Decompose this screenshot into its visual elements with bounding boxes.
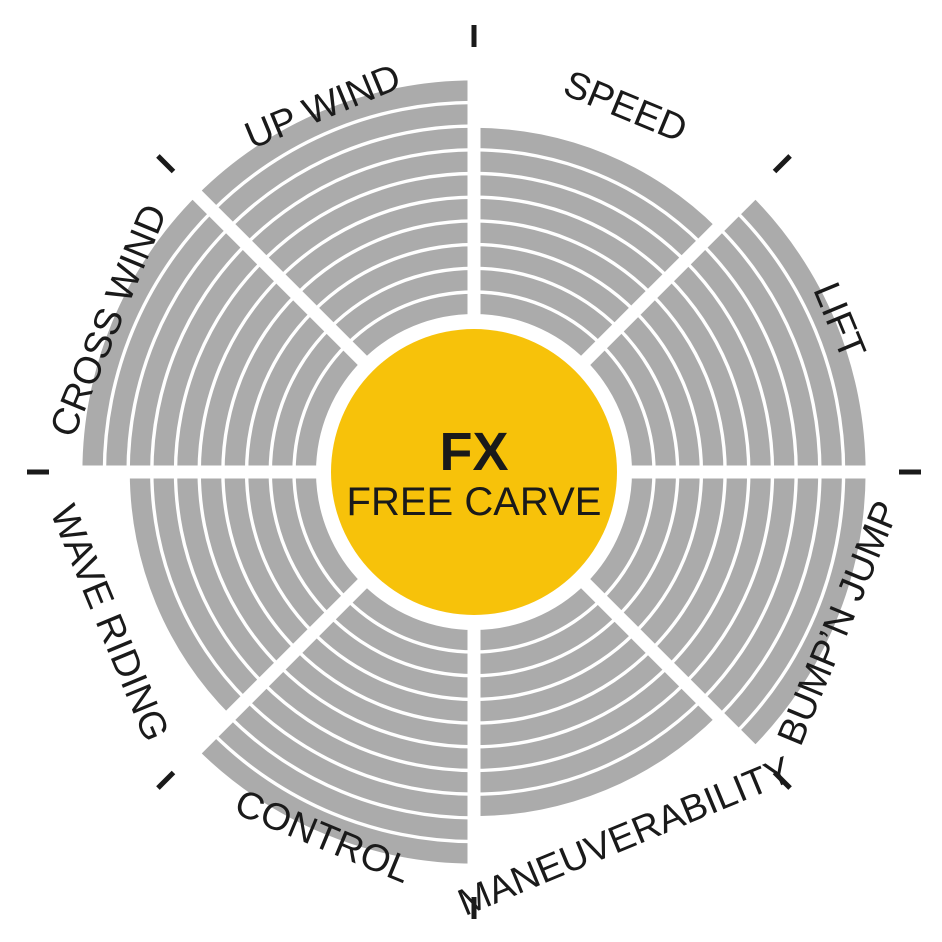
rating-bar-cross-wind-4 — [224, 295, 312, 472]
rating-bar-control-1 — [347, 583, 474, 651]
rating-bar-wave-riding-8 — [129, 472, 245, 716]
axis-tick — [772, 770, 792, 790]
rating-bar-bump-n-jump-5 — [652, 472, 748, 666]
rating-bar-maneuverability-7 — [474, 684, 701, 793]
rating-bar-speed-3 — [474, 246, 634, 327]
rating-bar-lift-2 — [602, 329, 676, 472]
rating-bar-up-wind-4 — [297, 222, 474, 310]
rating-bar-lift-1 — [585, 345, 653, 472]
rating-bar-speed-6 — [474, 175, 684, 277]
sector-wave-riding — [129, 472, 363, 716]
rating-bar-maneuverability-5 — [474, 650, 668, 746]
rating-bar-speed-5 — [474, 198, 668, 294]
rating-bar-up-wind-6 — [264, 175, 474, 277]
rating-bar-maneuverability-1 — [474, 583, 601, 651]
rating-bar-control-4 — [297, 634, 474, 722]
center-disc — [331, 329, 617, 615]
rating-bar-control-2 — [331, 600, 474, 674]
rating-bar-up-wind-2 — [331, 270, 474, 344]
rating-bar-lift-3 — [619, 312, 700, 472]
rating-bar-wave-riding-2 — [272, 472, 346, 615]
sector-cross-wind — [82, 195, 363, 473]
rating-bar-maneuverability-6 — [474, 667, 684, 769]
center-title: FX — [439, 422, 508, 482]
sector-bump-n-jump — [585, 472, 866, 749]
rating-bar-lift-5 — [652, 278, 748, 472]
rating-bar-speed-1 — [474, 293, 601, 361]
rating-bar-wave-riding-3 — [248, 472, 329, 632]
rating-bar-wave-riding-5 — [200, 472, 296, 666]
rating-bar-cross-wind-7 — [153, 245, 262, 472]
rating-bar-up-wind-7 — [247, 151, 474, 260]
rating-bar-control-8 — [230, 701, 474, 817]
rating-bar-maneuverability-4 — [474, 634, 651, 722]
sector-lift — [585, 195, 866, 473]
rating-bar-up-wind-5 — [280, 198, 474, 294]
rating-bar-maneuverability-2 — [474, 600, 617, 674]
rating-bar-bump-n-jump-10 — [736, 472, 866, 749]
rating-bar-cross-wind-2 — [272, 329, 346, 472]
rating-bar-lift-9 — [719, 211, 842, 473]
rating-bar-up-wind-1 — [347, 293, 474, 361]
separator-line — [183, 181, 387, 385]
axis-ticks — [27, 25, 921, 919]
axis-tick — [772, 154, 792, 174]
rating-bar-up-wind-10 — [197, 80, 474, 210]
rating-bar-wave-riding-6 — [177, 472, 279, 682]
sector-maneuverability — [474, 583, 718, 817]
rating-bar-lift-7 — [686, 245, 795, 472]
sector-up-wind — [197, 80, 475, 361]
axis-tick — [156, 770, 176, 790]
rating-bar-cross-wind-10 — [82, 195, 212, 472]
separator-line — [183, 559, 387, 763]
rating-bar-lift-10 — [736, 195, 866, 472]
rating-bar-cross-wind-1 — [295, 345, 363, 472]
rating-bar-control-6 — [264, 667, 474, 769]
rating-bar-up-wind-9 — [213, 104, 475, 227]
rating-bar-cross-wind-3 — [248, 312, 329, 472]
rating-bar-bump-n-jump-4 — [636, 472, 724, 649]
separator-line — [561, 559, 765, 763]
rating-bar-bump-n-jump-2 — [602, 472, 676, 615]
rating-bar-control-9 — [213, 717, 475, 840]
rating-bar-bump-n-jump-9 — [719, 472, 842, 733]
rating-bar-wave-riding-1 — [295, 472, 363, 599]
rating-bar-control-3 — [314, 617, 474, 698]
rating-bar-bump-n-jump-7 — [686, 472, 795, 699]
rating-bar-wave-riding-7 — [153, 472, 262, 699]
rating-bar-speed-4 — [474, 222, 651, 310]
rating-bar-cross-wind-8 — [129, 228, 245, 472]
rating-bar-cross-wind-6 — [177, 262, 279, 472]
rating-bar-control-10 — [197, 734, 474, 864]
rating-bar-up-wind-8 — [230, 127, 474, 243]
axis-tick — [156, 154, 176, 174]
rating-bar-lift-4 — [636, 295, 724, 472]
rating-bar-up-wind-3 — [314, 246, 474, 327]
separator-line — [561, 181, 765, 385]
rating-bar-cross-wind-5 — [200, 278, 296, 472]
rating-bar-cross-wind-9 — [106, 211, 229, 473]
rating-bar-control-7 — [247, 684, 474, 793]
rating-rings — [82, 80, 866, 864]
sector-control — [197, 583, 475, 864]
rating-bar-speed-7 — [474, 151, 701, 260]
rating-bar-bump-n-jump-6 — [669, 472, 771, 682]
rating-bar-bump-n-jump-3 — [619, 472, 700, 632]
category-label-speed: SPEED — [558, 63, 693, 151]
rating-bar-speed-8 — [474, 127, 718, 243]
sector-speed — [474, 127, 718, 361]
rating-bar-wave-riding-4 — [224, 472, 312, 649]
rating-bar-bump-n-jump-1 — [585, 472, 653, 599]
rating-bar-control-5 — [280, 650, 474, 746]
rating-bar-bump-n-jump-8 — [703, 472, 819, 716]
rating-bar-lift-8 — [703, 228, 819, 472]
rating-bar-maneuverability-8 — [474, 701, 718, 817]
sector-separators — [69, 67, 879, 877]
rating-bar-lift-6 — [669, 262, 771, 472]
center-subtitle: FREE CARVE — [347, 480, 602, 524]
rating-bar-maneuverability-3 — [474, 617, 634, 698]
rating-bar-speed-2 — [474, 270, 617, 344]
